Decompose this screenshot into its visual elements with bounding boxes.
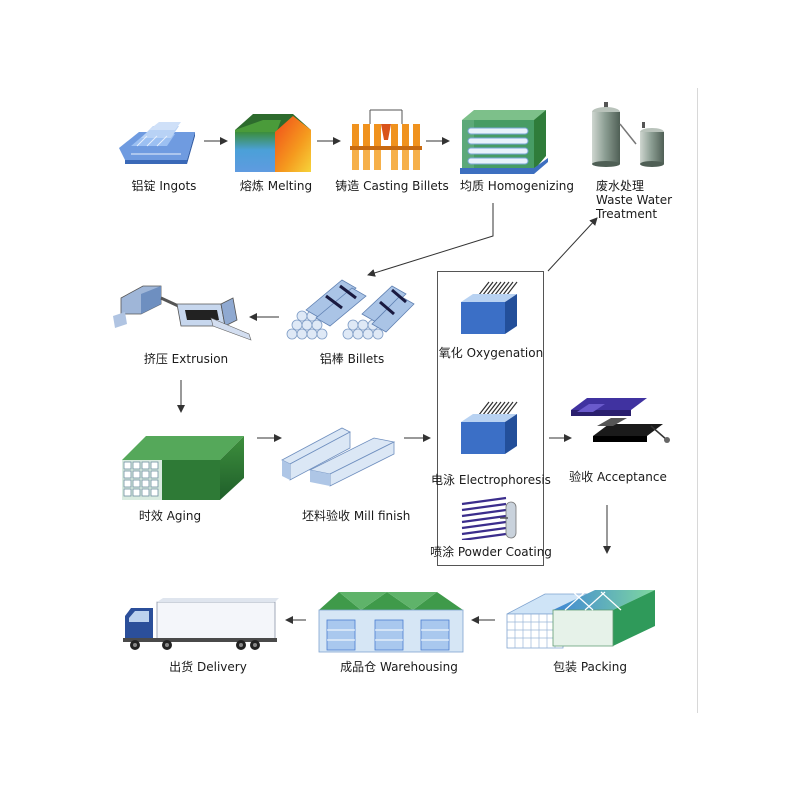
powder-coating-icon [461,496,517,540]
oxygenation-tank-icon [461,281,518,334]
label-aging: 时效 Aging [138,509,202,523]
label-electrophoresis: 电泳 Electrophoresis [431,473,551,487]
label-casting: 铸造 Casting Billets [335,179,449,193]
arrow-homogenizing-billets [367,203,494,277]
label-waste-water-1: 废水处理 [596,179,645,193]
label-powder-coating: 喷涂 Powder Coating [430,545,552,559]
label-waste-water-3: Treatment [596,207,658,221]
label-mill-finish: 坯料验收 Mill finish [302,509,411,523]
ingots-icon [119,122,195,164]
extrusion-press-icon [113,285,252,341]
aging-oven-icon [122,436,244,500]
surface-treatment-group [437,271,544,566]
warehouse-icon [318,592,464,653]
packing-icon [506,590,655,649]
homogenizing-furnace-icon [460,110,548,174]
label-melting: 熔炼 Melting [239,179,313,193]
mill-finish-profiles-icon [281,427,396,487]
acceptance-profiles-icon [571,398,670,443]
melting-furnace-icon [235,114,311,172]
label-delivery: 出货 Delivery [169,660,247,674]
label-acceptance: 验收 Acceptance [569,470,667,484]
label-waste-water-2: Waste Water [596,193,673,207]
arrow-group-wastewater [547,217,598,272]
label-packing: 包装 Packing [553,660,627,674]
label-billets: 铝棒 Billets [319,352,385,366]
right-divider [697,88,698,713]
electrophoresis-tank-icon [461,401,518,454]
casting-mold-icon [350,109,422,170]
label-extrusion: 挤压 Extrusion [143,352,229,366]
waste-water-tanks-icon [592,102,664,167]
delivery-truck-icon [123,598,279,650]
label-homogenizing: 均质 Homogenizing [459,179,575,193]
label-oxygenation: 氧化 Oxygenation [438,346,544,360]
label-warehousing: 成品仓 Warehousing [340,660,458,674]
label-ingots: 铝锭 Ingots [131,179,197,193]
billets-icon [286,279,415,340]
